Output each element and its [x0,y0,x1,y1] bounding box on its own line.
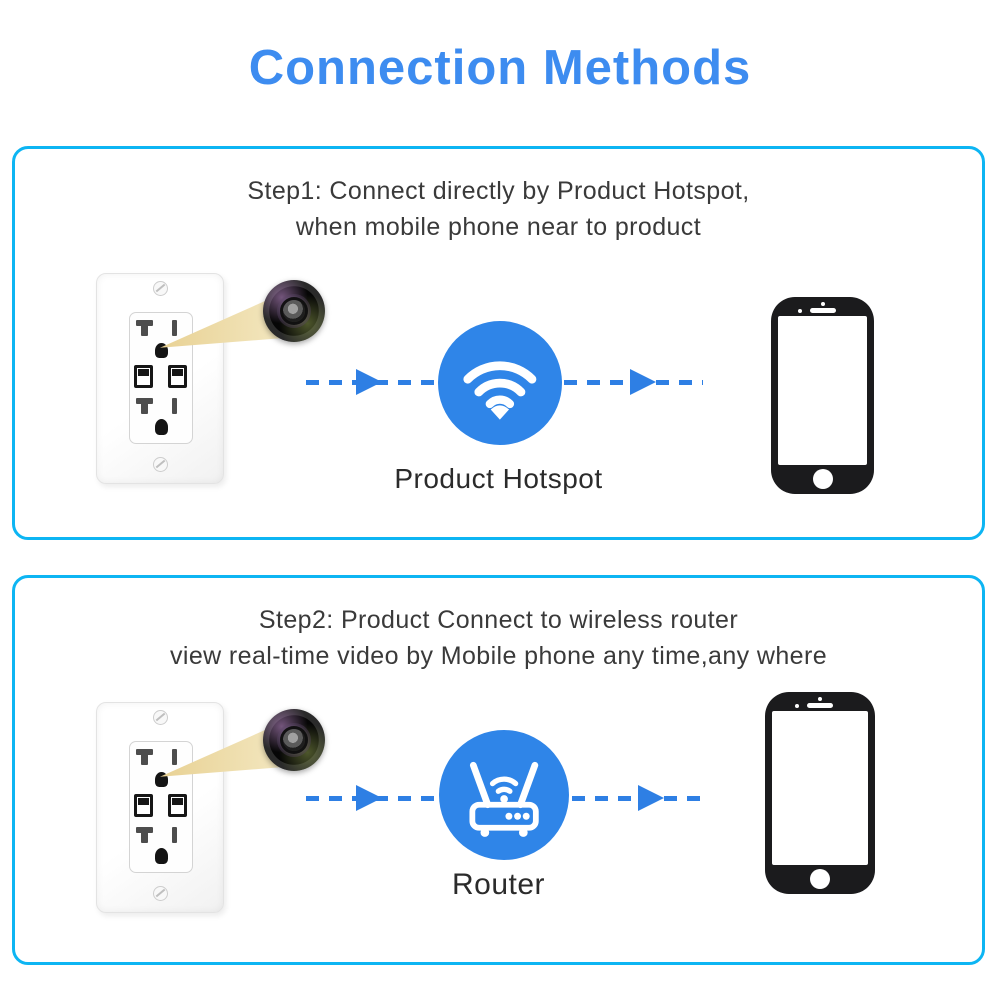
phone-camera-dot [820,302,825,306]
dashed-arrow-right [306,784,437,812]
phone-screen [778,316,867,465]
outlet-face [129,741,193,873]
step1-heading-line1: Step1: Connect directly by Product Hotsp… [247,177,750,205]
wall-outlet-device [96,702,224,913]
outlet-slot [141,325,148,336]
phone-home-button [810,869,830,889]
usb-port [168,365,187,388]
hotspot-label: Product Hotspot [394,463,603,494]
smartphone [765,692,875,894]
camera-lens [263,709,325,771]
outlet-faceplate [96,702,224,913]
router-icon [469,761,539,837]
wifi-icon [463,361,537,420]
camera-lens [263,280,325,342]
phone-sensor-dot [795,704,799,708]
outlet-slot [136,320,153,326]
outlet-faceplate [96,273,224,484]
outlet-slot [141,832,148,843]
step1-heading-line2: when mobile phone near to product [295,213,702,241]
step2-panel: Step2: Product Connect to wireless route… [12,575,985,965]
screw-icon [153,710,168,725]
ground-hole [155,419,168,435]
wall-outlet-device [96,273,224,484]
dashed-arrow-right [306,368,437,396]
phone-speaker [807,703,833,708]
usb-port [168,794,187,817]
outlet-slot [136,398,153,404]
screw-icon [153,457,168,472]
outlet-slot [141,403,148,414]
screw-icon [153,886,168,901]
router-label: Router [451,868,546,901]
step2-heading-line2: view real-time video by Mobile phone any… [169,642,828,670]
phone-screen [772,711,868,865]
smartphone [771,297,874,494]
outlet-slot [141,754,148,765]
phone-sensor-dot [797,309,802,313]
arrow-head-icon [630,369,656,395]
dashed-arrow-right [564,368,703,396]
outlet-slot [172,398,177,414]
phone-camera-dot [818,697,822,701]
ground-hole [155,848,168,864]
step1-panel: Step1: Connect directly by Product Hotsp… [12,146,985,540]
outlet-slot [172,749,177,765]
phone-speaker [809,308,836,313]
arrow-head-icon [638,785,664,811]
step2-heading: Step2: Product Connect to wireless route… [15,602,982,674]
router-node-circle [439,730,569,860]
usb-port [134,365,153,388]
arrow-head-icon [356,785,382,811]
outlet-slot [172,827,177,843]
outlet-slot [172,320,177,336]
screw-icon [153,281,168,296]
usb-port [134,794,153,817]
outlet-face [129,312,193,444]
arrow-head-icon [356,369,382,395]
outlet-slot [136,749,153,755]
hotspot-node-circle [438,321,562,445]
step1-heading: Step1: Connect directly by Product Hotsp… [15,173,982,245]
phone-home-button [812,469,833,489]
dashed-arrow-right [572,784,704,812]
page-title: Connection Methods [248,41,752,95]
outlet-slot [136,827,153,833]
step2-heading-line1: Step2: Product Connect to wireless route… [258,606,739,634]
